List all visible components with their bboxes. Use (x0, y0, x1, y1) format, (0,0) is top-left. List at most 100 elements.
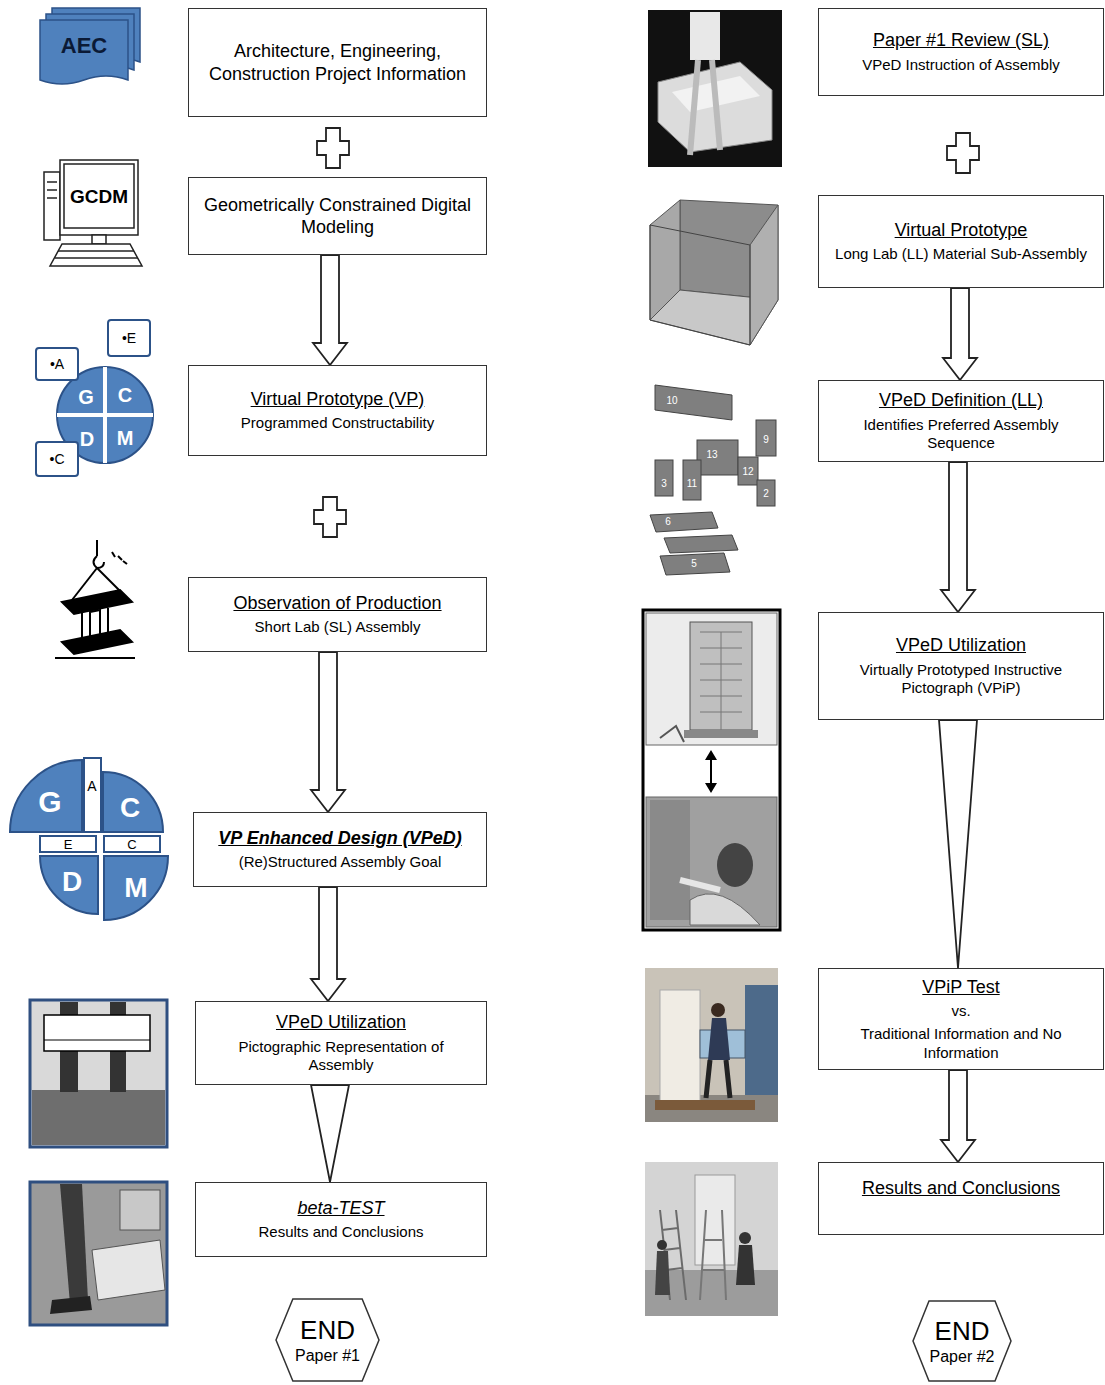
document-stack-icon (40, 20, 128, 84)
icon-label: A (87, 779, 96, 793)
process-box: VPeD UtilizationPictographic Representat… (195, 1001, 487, 1085)
plus-symbol (317, 128, 349, 168)
test-photo (50, 1296, 92, 1314)
test-room-photo (706, 1060, 730, 1098)
exploded-panels-render (757, 480, 775, 506)
process-box: Geometrically Constrained Digital Modeli… (188, 177, 487, 255)
icon-label: •C (49, 452, 64, 466)
computer-icon (58, 250, 134, 252)
process-box: Virtual Prototype (VP)Programmed Constru… (188, 365, 487, 456)
results-room-photo (736, 1245, 755, 1285)
pictograph-renders (684, 730, 758, 738)
exploded-panels-render (650, 512, 718, 532)
box-heading: END (300, 1314, 355, 1347)
icon-label: C (127, 838, 136, 851)
crane-beam-icon (118, 556, 122, 560)
icon-label: •E (122, 331, 136, 345)
exploded-panels-render (655, 385, 732, 420)
crane-beam-icon (96, 540, 98, 556)
icon-label: AEC (61, 35, 107, 57)
exploded-circle-icon (104, 836, 160, 852)
end-terminator: ENDPaper #1 (275, 1298, 380, 1382)
part-number: 3 (661, 479, 667, 489)
box-text: Results and Conclusions (258, 1223, 423, 1242)
test-photo (92, 1240, 165, 1300)
computer-icon (44, 160, 142, 266)
icon-label: GCDM (70, 187, 128, 206)
test-room-photo (745, 985, 778, 1095)
box-text: VPeD Instruction of Assembly (862, 56, 1060, 75)
process-box: Observation of ProductionShort Lab (SL) … (188, 577, 487, 652)
pictograph-renders (690, 894, 760, 925)
box-heading: beta-TEST (297, 1197, 384, 1220)
block-arrow (313, 255, 347, 365)
exploded-circle-icon (10, 758, 168, 920)
box-text: Short Lab (SL) Assembly (255, 618, 421, 637)
virtual-prototype-render (650, 200, 778, 345)
assembly-photo (44, 1015, 150, 1051)
end-terminator: ENDPaper #2 (912, 1300, 1012, 1382)
block-arrow (311, 652, 345, 812)
part-number: 13 (706, 450, 717, 460)
exploded-panels-render (664, 535, 738, 553)
box-heading: Virtual Prototype (VP) (251, 388, 425, 411)
icon-label: C (120, 794, 140, 822)
process-box: beta-TEST Results and Conclusions (195, 1182, 487, 1257)
box-heading: Paper #1 Review (SL) (873, 29, 1049, 52)
sofa-photo (648, 10, 782, 167)
computer-icon (47, 189, 57, 191)
crane-beam-icon (81, 613, 83, 640)
results-room-photo (657, 1240, 667, 1250)
box-heading: VPeD Utilization (276, 1011, 406, 1034)
block-arrow (941, 1070, 975, 1162)
exploded-panels-render (655, 460, 673, 496)
exploded-circle-icon (103, 772, 163, 832)
exploded-panels-render (738, 457, 758, 485)
results-room-photo (655, 1251, 670, 1295)
box-heading: VPiP Test (922, 976, 999, 999)
box-text: Identifies Preferred Assembly Sequence (829, 416, 1093, 454)
box-heading: Results and Conclusions (862, 1177, 1060, 1200)
plus-symbol (947, 133, 979, 173)
block-arrow (941, 462, 975, 612)
assembly-photo (32, 1090, 165, 1145)
crane-beam-icon (55, 540, 135, 658)
crane-beam-icon (112, 552, 115, 557)
computer-icon (92, 235, 106, 244)
block-arrow (311, 887, 345, 1001)
exploded-circle-icon (40, 836, 96, 852)
crane-beam-icon (97, 568, 122, 593)
exploded-panels-render (697, 440, 738, 475)
test-room-photo (645, 968, 778, 1122)
test-photo (30, 1182, 167, 1325)
icon-label: •A (50, 357, 64, 371)
computer-icon (44, 172, 60, 240)
test-room-photo (708, 1018, 730, 1060)
crane-beam-icon (62, 630, 132, 654)
exploded-circle-icon (104, 856, 168, 920)
exploded-panels-render (756, 420, 776, 456)
exploded-circle-icon (84, 758, 101, 832)
computer-icon (55, 257, 138, 259)
results-room-photo (739, 1232, 751, 1244)
wedge-arrow (311, 1085, 349, 1182)
pictograph-renders (700, 632, 742, 730)
icon-label: G (38, 787, 61, 817)
exploded-panels-render (683, 460, 701, 500)
process-box: VPeD UtilizationVirtually Prototyped Ins… (818, 612, 1104, 720)
pictograph-renders (660, 726, 684, 742)
box-text: Pictographic Representation of Assembly (206, 1038, 476, 1076)
box-text: (Re)Structured Assembly Goal (239, 853, 442, 872)
pictograph-renders (643, 610, 780, 930)
exploded-circle-icon (40, 856, 98, 914)
pictograph-renders (680, 880, 720, 890)
process-box: VPeD Definition (LL)Identifies Preferred… (818, 380, 1104, 462)
results-room-photo (645, 1162, 778, 1316)
hexagon-outline (276, 1299, 379, 1381)
crane-beam-icon (123, 561, 127, 564)
exploded-panels-render (650, 385, 776, 575)
computer-icon (47, 181, 57, 183)
assembly-photo (30, 1000, 167, 1147)
process-box: Results and Conclusions (818, 1162, 1104, 1235)
